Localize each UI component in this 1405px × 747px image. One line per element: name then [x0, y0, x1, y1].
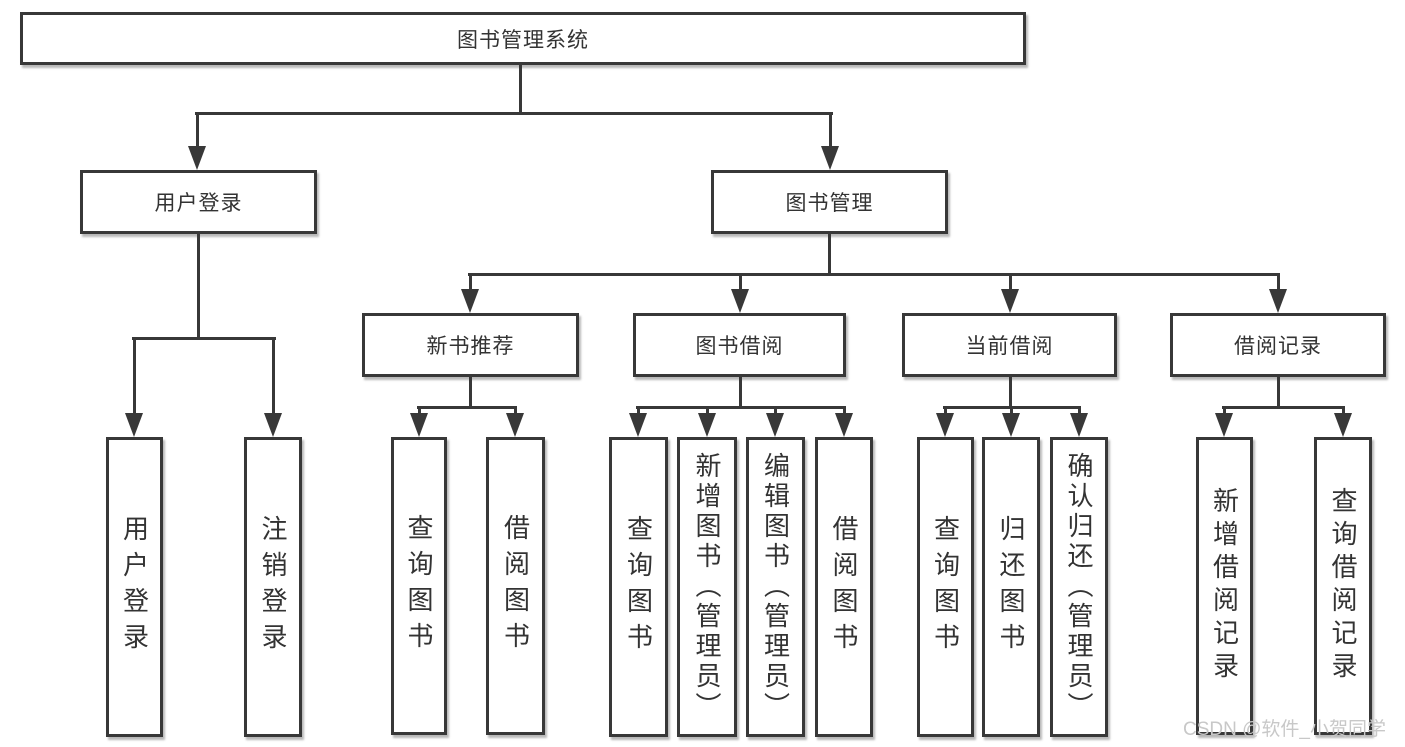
leaf-label: 查询图书 [623, 515, 654, 659]
node-label: 图书借阅 [695, 335, 784, 358]
connector-stem [1078, 406, 1081, 415]
connector-hbar [132, 337, 276, 340]
leaf-return-books: 归还图书 [982, 437, 1040, 737]
node-library-management-system: 图书管理系统 [20, 12, 1026, 65]
node-label: 图书管理 [785, 192, 874, 215]
connector-stem [1342, 406, 1345, 415]
leaf-label: 编辑图书（管理员） [760, 452, 791, 722]
leaf-confirm-return-admin: 确认归还（管理员） [1050, 437, 1108, 737]
leaf-query-books-recommend: 查询图书 [391, 437, 447, 735]
arrow-down-icon [461, 289, 479, 313]
arrow-down-icon [1334, 413, 1352, 437]
connector-stub [1009, 377, 1012, 406]
node-label: 用户登录 [154, 192, 243, 215]
leaf-borrow-books-recommend: 借阅图书 [486, 437, 545, 735]
arrow-down-icon [188, 146, 206, 170]
leaf-logout-login: 注销登录 [244, 437, 302, 737]
arrow-down-icon [835, 413, 853, 437]
connector-stem [196, 112, 199, 148]
node-user-login: 用户登录 [80, 170, 317, 234]
leaf-user-login: 用户登录 [106, 437, 163, 737]
leaf-label: 查询借阅记录 [1328, 487, 1358, 685]
arrow-down-icon [1070, 413, 1088, 437]
connector-root-hbar [195, 112, 833, 115]
connector-stem [637, 406, 640, 415]
leaf-query-books-borrow: 查询图书 [609, 437, 668, 737]
arrow-down-icon [821, 146, 839, 170]
connector-stem [739, 273, 742, 291]
arrow-down-icon [766, 413, 784, 437]
arrow-down-icon [1269, 289, 1287, 313]
leaf-label: 归还图书 [996, 515, 1026, 659]
connector-stub [828, 234, 831, 273]
connector-stub [197, 234, 200, 337]
leaf-label: 用户登录 [119, 515, 150, 659]
node-new-book-recommendation: 新书推荐 [362, 313, 579, 377]
connector-stem [706, 406, 709, 415]
node-book-borrowing: 图书借阅 [633, 313, 846, 377]
node-label: 借阅记录 [1234, 335, 1322, 358]
connector-stem [774, 406, 777, 415]
connector-stem [418, 406, 421, 415]
arrow-down-icon [698, 413, 716, 437]
arrow-down-icon [264, 413, 282, 437]
connector-stub [1277, 377, 1280, 406]
leaf-query-borrow-record: 查询借阅记录 [1314, 437, 1372, 735]
arrow-down-icon [1002, 413, 1020, 437]
node-label: 新书推荐 [426, 335, 515, 358]
node-label: 图书管理系统 [457, 28, 589, 52]
leaf-add-borrow-record: 新增借阅记录 [1196, 437, 1253, 735]
leaf-borrow-books: 借阅图书 [815, 437, 873, 737]
node-book-management: 图书管理 [711, 170, 948, 234]
arrow-down-icon [1215, 413, 1233, 437]
connector-hbar [417, 406, 517, 409]
arrow-down-icon [506, 413, 524, 437]
leaf-label: 借阅图书 [829, 515, 859, 659]
connector-stem [133, 337, 136, 415]
connector-hbar [468, 273, 1280, 276]
node-label: 当前借阅 [965, 335, 1054, 358]
arrow-down-icon [629, 413, 647, 437]
leaf-label: 借阅图书 [500, 514, 531, 658]
connector-stem [272, 337, 275, 415]
connector-stem [514, 406, 517, 415]
arrow-down-icon [731, 289, 749, 313]
leaf-label: 注销登录 [258, 515, 288, 659]
connector-stem [1223, 406, 1226, 415]
leaf-label: 新增借阅记录 [1209, 487, 1240, 685]
connector-stem [1010, 406, 1013, 415]
arrow-down-icon [410, 413, 428, 437]
node-borrowing-records: 借阅记录 [1170, 313, 1386, 377]
connector-stem [829, 112, 832, 148]
connector-hbar [636, 406, 846, 409]
arrow-down-icon [936, 413, 954, 437]
connector-stem [1009, 273, 1012, 291]
connector-hbar [1222, 406, 1345, 409]
leaf-label: 查询图书 [930, 515, 961, 659]
leaf-add-books-admin: 新增图书（管理员） [677, 437, 737, 737]
leaf-label: 查询图书 [404, 514, 434, 658]
leaf-label: 确认归还（管理员） [1064, 452, 1094, 722]
connector-stub [469, 377, 472, 406]
connector-root-stub [519, 65, 522, 112]
leaf-edit-books-admin: 编辑图书（管理员） [746, 437, 805, 737]
connector-stem [1277, 273, 1280, 291]
leaf-query-books-current: 查询图书 [917, 437, 974, 737]
arrow-down-icon [1001, 289, 1019, 313]
csdn-watermark: CSDN @软件_小贺同学 [1183, 719, 1386, 740]
connector-stem [469, 273, 472, 291]
connector-stem [843, 406, 846, 415]
connector-stub [739, 377, 742, 406]
node-current-borrowing: 当前借阅 [902, 313, 1117, 377]
connector-stem [944, 406, 947, 415]
leaf-label: 新增图书（管理员） [692, 452, 722, 722]
arrow-down-icon [125, 413, 143, 437]
